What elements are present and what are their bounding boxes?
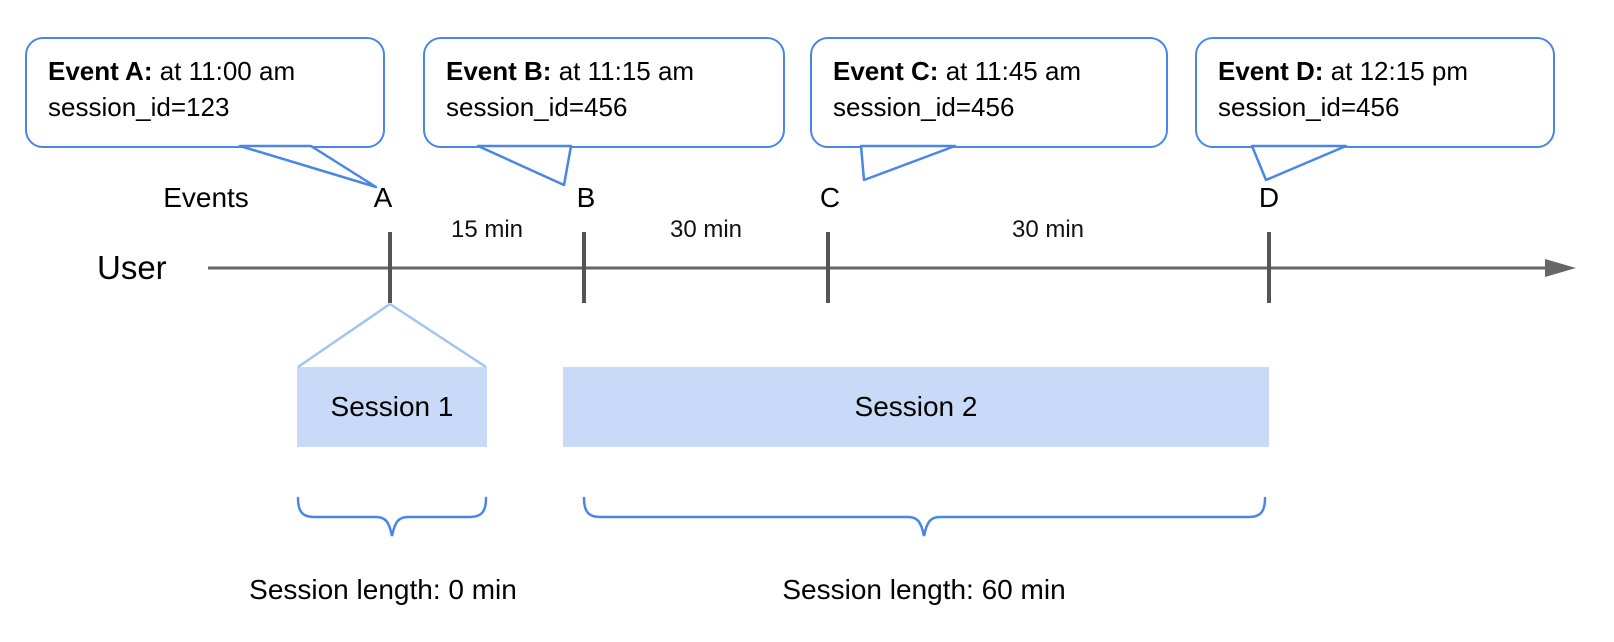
user-label: User	[97, 249, 167, 286]
callout-session-id: session_id=456	[833, 92, 1015, 122]
callout-line-1: Event D: at 12:15 pm	[1218, 53, 1553, 89]
session-1-length-label: Session length: 0 min	[249, 574, 517, 605]
callout-session-id: session_id=456	[1218, 92, 1400, 122]
event-a-callout: Event A: at 11:00 am session_id=123	[25, 37, 385, 148]
session-1-brace-icon	[296, 496, 488, 537]
session-1-label: Session 1	[330, 391, 454, 422]
callout-time: at 12:15 pm	[1323, 56, 1469, 86]
event-b-callout: Event B: at 11:15 am session_id=456	[423, 37, 785, 148]
event-d-callout: Event D: at 12:15 pm session_id=456	[1195, 37, 1555, 148]
event-a-callout-tail-icon	[238, 144, 378, 189]
event-label-a: A	[373, 182, 393, 213]
session-2-block: Session 2	[563, 367, 1269, 447]
session-2-label: Session 2	[854, 391, 978, 422]
callout-line-1: Event C: at 11:45 am	[833, 53, 1166, 89]
callout-time: at 11:15 am	[551, 56, 695, 86]
session-1-funnel-right-line	[389, 302, 487, 369]
event-b-callout-tail-icon	[476, 144, 573, 187]
interval-label-bc: 30 min	[669, 216, 743, 243]
callout-title: Event B:	[446, 56, 552, 86]
event-c-callout: Event C: at 11:45 am session_id=456	[810, 37, 1168, 148]
callout-title: Event D:	[1218, 56, 1324, 86]
timeline-arrowhead-icon	[1545, 259, 1576, 277]
callout-time: at 11:45 am	[938, 56, 1082, 86]
callout-title: Event C:	[833, 56, 939, 86]
event-label-d: D	[1258, 182, 1280, 213]
callout-session-id: session_id=456	[446, 92, 628, 122]
event-d-callout-tail-icon	[1250, 144, 1348, 182]
event-c-callout-tail-icon	[859, 144, 957, 182]
callout-line-1: Event B: at 11:15 am	[446, 53, 783, 89]
events-axis-label: Events	[163, 182, 249, 213]
interval-label-ab: 15 min	[450, 216, 524, 243]
event-label-c: C	[819, 182, 841, 213]
event-label-b: B	[576, 182, 596, 213]
session-2-brace-icon	[582, 496, 1267, 537]
session-1-funnel-left-line	[297, 302, 391, 369]
callout-line-1: Event A: at 11:00 am	[48, 53, 383, 89]
callout-title: Event A:	[48, 56, 153, 86]
session-2-length-label: Session length: 60 min	[782, 574, 1066, 605]
callout-time: at 11:00 am	[152, 56, 296, 86]
session-1-block: Session 1	[297, 367, 487, 447]
interval-label-cd: 30 min	[1011, 216, 1085, 243]
callout-session-id: session_id=123	[48, 92, 230, 122]
